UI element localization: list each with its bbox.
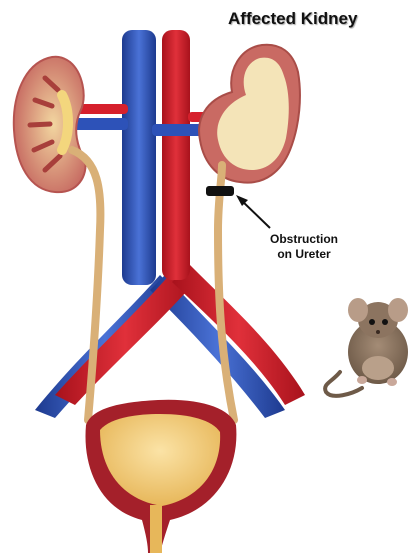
bladder xyxy=(85,400,236,553)
obstruction-label: Obstruction on Ureter xyxy=(259,232,349,262)
aorta xyxy=(162,30,190,280)
page-title: Affected Kidney xyxy=(228,9,357,29)
ureter-obstruction xyxy=(206,186,234,196)
iliac-vessels xyxy=(35,265,305,418)
vena-cava xyxy=(122,30,156,285)
obstruction-label-line1: Obstruction xyxy=(259,232,349,247)
obstruction-label-line2: on Ureter xyxy=(259,247,349,262)
right-ureter xyxy=(218,165,234,420)
left-kidney xyxy=(14,57,86,192)
arrow-icon xyxy=(236,195,270,228)
affected-kidney xyxy=(199,45,300,183)
mouse-image xyxy=(325,298,408,396)
